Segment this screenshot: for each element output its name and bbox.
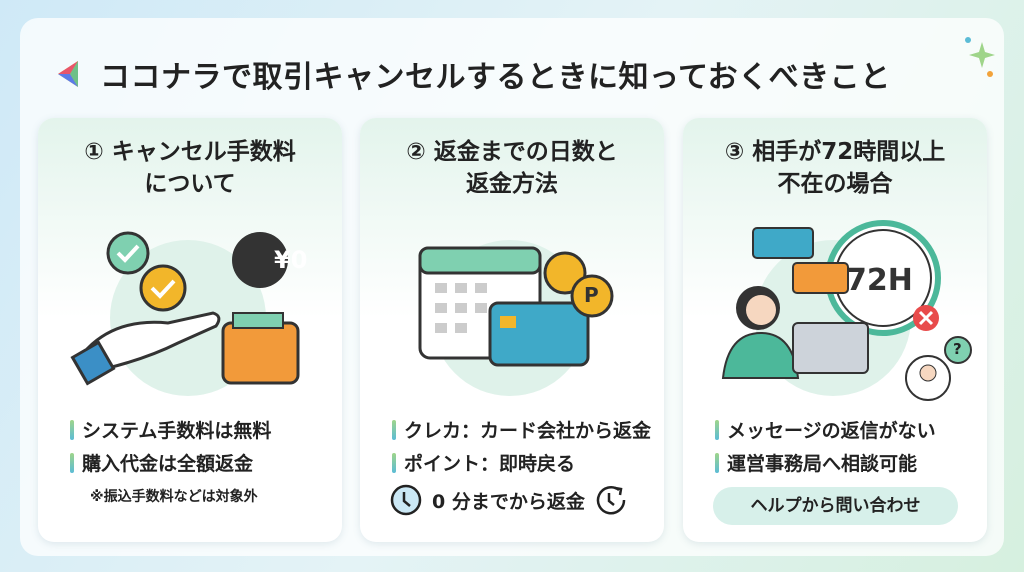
- card-cancel-fee: ① キャンセル手数料について ¥0 システム手数料は無料 購入代金は全額返金 ※…: [38, 118, 342, 542]
- card-heading: ① キャンセル手数料について: [84, 139, 296, 197]
- footnote: ※振込手数料などは対象外: [90, 489, 258, 505]
- card-heading: ③ 相手が72時間以上不在の場合: [724, 139, 946, 197]
- bullet-item: ポイント：即時戻る: [392, 449, 575, 476]
- card-heading: ② 返金までの日数と返金方法: [406, 139, 618, 197]
- title-bar: ココナラで取引キャンセルするときに知っておくべきこと: [52, 52, 891, 96]
- point-coin-icon: [570, 274, 614, 318]
- timer-label: 72H: [846, 263, 913, 298]
- calendar-card-illustration: [418, 240, 614, 396]
- refund-timing: 0 分までから返金: [390, 484, 627, 516]
- bullet-item: システム手数料は無料: [70, 416, 271, 443]
- card-absent-72h: ③ 相手が72時間以上不在の場合 72H ? メッセージの返信がない 運営事務局…: [683, 118, 987, 542]
- waiting-person-illustration: [721, 220, 972, 401]
- bullet-item: クレカ：カード会社から返金: [392, 416, 651, 443]
- hand-coins-wallet-illustration: [70, 231, 300, 396]
- page-title: ココナラで取引キャンセルするときに知っておくべきこと: [100, 60, 891, 95]
- clock-icon: [390, 484, 422, 516]
- bullet-item: メッセージの返信がない: [715, 416, 936, 443]
- card-refund-days: ② 返金までの日数と返金方法 P クレカ：カード会社から返金 ポイント：即時戻る…: [360, 118, 664, 542]
- credit-card-icon: [488, 301, 590, 367]
- coconala-logo-icon: [58, 61, 78, 87]
- check-coin-icon: [139, 264, 187, 312]
- check-coin-icon: [106, 231, 150, 275]
- price-zero-badge: ¥0: [274, 246, 308, 274]
- sparkle-icon: [965, 37, 995, 77]
- bullet-item: 購入代金は全額返金: [70, 449, 253, 476]
- bullet-item: 運営事務局へ相談可能: [715, 449, 917, 476]
- chat-bubble-icon: [792, 262, 849, 294]
- chat-bubble-icon: [752, 227, 814, 259]
- point-badge: P: [584, 283, 599, 307]
- question-badge: ?: [953, 340, 962, 358]
- clock-refresh-icon: [596, 486, 626, 515]
- help-contact-button[interactable]: ヘルプから問い合わせ: [713, 487, 958, 525]
